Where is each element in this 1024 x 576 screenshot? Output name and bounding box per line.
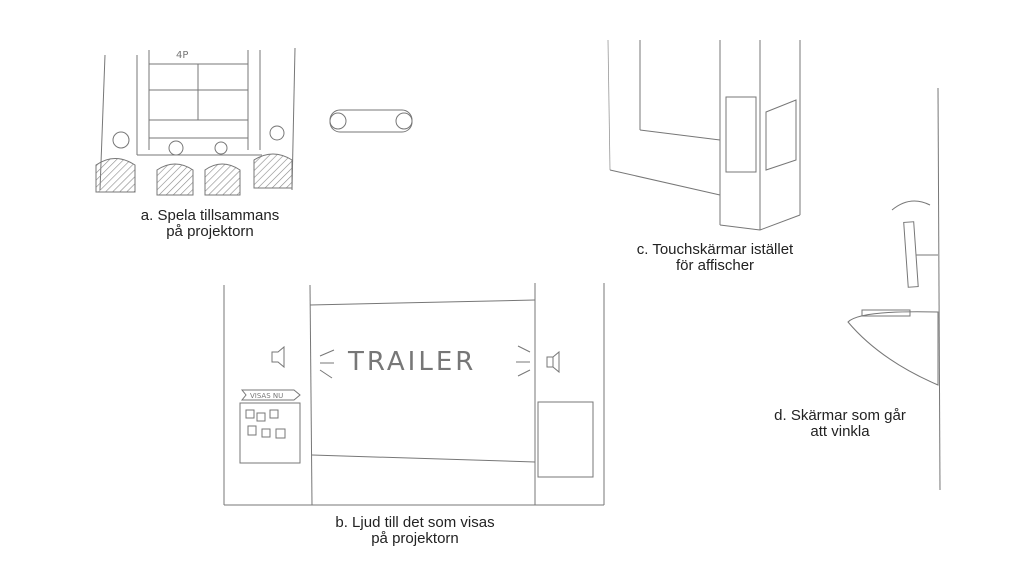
caption-c: c. Touchskärmar istället för affischer <box>610 242 820 274</box>
sketch-b-trailer-sound: TRAILER VISAS NU <box>223 283 605 506</box>
sketch-c-touchscreens <box>607 39 801 231</box>
caption-b-line2: på projektorn <box>371 530 459 547</box>
caption-d: d. Skärmar som går att vinkla <box>745 408 935 440</box>
speaker-left-icon <box>271 345 285 369</box>
caption-c-line2: för affischer <box>675 257 755 274</box>
caption-a-line2: på projektorn <box>166 223 254 240</box>
caption-b: b. Ljud till det som visas på projektorn <box>300 515 530 547</box>
caption-d-line2: att vinkla <box>810 423 870 440</box>
sketch-a-multiplayer: 4P <box>95 47 413 196</box>
caption-c-line1: c. Touchskärmar istället <box>636 241 794 258</box>
caption-a: a. Spela tillsammans på projektorn <box>110 208 310 240</box>
gamepad-icon <box>329 109 413 133</box>
caption-b-line1: b. Ljud till det som visas <box>335 514 495 531</box>
trailer-text: TRAILER <box>347 347 476 377</box>
rotate-arrow-icon <box>891 200 931 211</box>
caption-d-line1: d. Skärmar som går <box>774 407 906 424</box>
screen-label-4p: 4P <box>176 50 188 61</box>
sketch-d-tilting-screens <box>847 87 941 491</box>
visas-nu-sign: VISAS NU <box>250 392 283 400</box>
caption-a-line1: a. Spela tillsammans <box>140 207 280 224</box>
